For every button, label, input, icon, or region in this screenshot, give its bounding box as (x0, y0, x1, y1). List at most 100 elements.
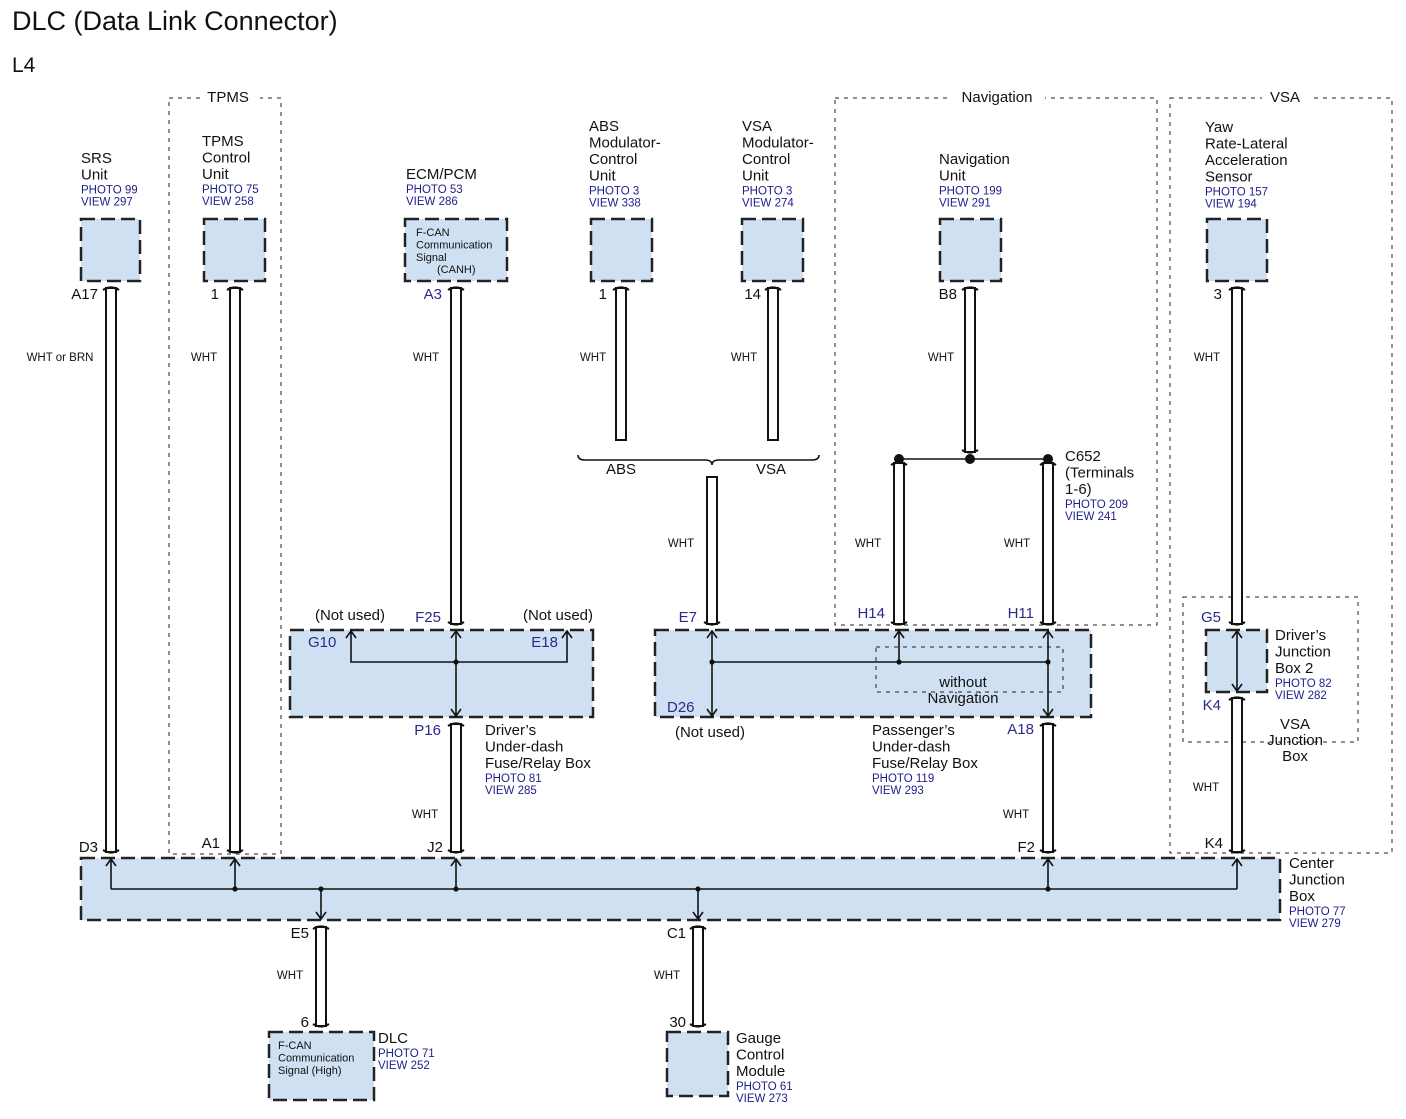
arrow-head (1042, 708, 1054, 718)
c652-photo-ref: PHOTO 209 (1065, 499, 1128, 511)
arrow-head (706, 629, 718, 639)
arrow-head (315, 911, 327, 921)
arrow-head (692, 911, 704, 921)
abs-photo-ref: PHOTO 3 (589, 186, 639, 198)
dlc-inner-text: F-CAN (278, 1040, 312, 1052)
wire-body (229, 287, 241, 853)
wire-color-label: WHT (1193, 782, 1219, 794)
wire-color-label: WHT (928, 352, 954, 364)
wires (102, 286, 1246, 1028)
splice-dot (1045, 886, 1051, 892)
srs-name: SRS (81, 150, 112, 167)
cjb-view-ref: VIEW 279 (1289, 918, 1341, 930)
not-used-label: (Not used) (315, 607, 385, 624)
c652-name: C652 (1065, 448, 1101, 465)
group-title-vsa: VSA (1270, 89, 1300, 106)
wire-color-label: WHT (412, 809, 438, 821)
without-navigation-outline (875, 646, 1064, 693)
pin-label: E18 (531, 634, 558, 651)
gauge-photo-ref: PHOTO 61 (736, 1081, 793, 1093)
djb2-name: Driver’s (1275, 627, 1326, 644)
vsa-name: VSA (742, 118, 772, 135)
wire-color-label: WHT (1004, 538, 1030, 550)
splice-dot (232, 886, 238, 892)
ecm-photo-ref: PHOTO 53 (406, 184, 463, 196)
yaw-sensor-box (1205, 217, 1269, 283)
pin-label: G10 (308, 634, 336, 651)
navigation-group-outline (834, 97, 1158, 626)
connector-cap (447, 286, 465, 291)
arrow-head (450, 857, 462, 867)
splice-dot (896, 659, 902, 665)
vsa-junction-box-label: Junction (1267, 732, 1323, 749)
pin-label: H14 (857, 605, 885, 622)
pin-label: 1 (599, 286, 607, 303)
c652-terminal (1043, 454, 1053, 464)
cjb-name: Junction (1289, 872, 1345, 889)
wire-body (692, 926, 704, 1027)
pin-label: P16 (414, 722, 441, 739)
arrow-head (1231, 857, 1243, 867)
dlc-view-ref: VIEW 252 (378, 1060, 430, 1072)
connector-cap (1228, 849, 1246, 854)
wire-yaw (1228, 286, 1246, 626)
pin-label: F2 (1017, 839, 1035, 856)
pin-label: D26 (667, 699, 695, 716)
c652-terminal (965, 454, 975, 464)
nav-name: Navigation (939, 151, 1010, 168)
gauge-control-box (665, 1030, 730, 1098)
tpms-name: Control (202, 150, 250, 167)
vsa-unit-box (740, 217, 805, 283)
connector-cap (1228, 696, 1246, 701)
without-navigation-label: Navigation (928, 690, 999, 707)
srs-name: Unit (81, 167, 109, 184)
pin-label: C1 (667, 925, 686, 942)
djb2-photo-ref: PHOTO 82 (1275, 678, 1332, 690)
gauge-view-ref: VIEW 273 (736, 1093, 788, 1105)
wire-body (1231, 697, 1243, 853)
c652-name: 1-6) (1065, 481, 1092, 498)
tpms-name: Unit (202, 166, 230, 183)
vsa-photo-ref: PHOTO 3 (742, 186, 792, 198)
wire-abs-vsa-common (703, 476, 721, 626)
wire-color-label: WHT or BRN (27, 352, 94, 364)
group-title-navigation: Navigation (962, 89, 1033, 106)
wire-c652-h14 (890, 461, 908, 626)
wire-navigation (961, 286, 979, 454)
driver-fuse-box (288, 628, 595, 719)
connector-cap (1039, 722, 1057, 727)
wire-color-label: WHT (731, 352, 757, 364)
page-subtitle: L4 (12, 54, 36, 77)
wire-body (450, 287, 462, 625)
connector-cap (764, 286, 782, 291)
wire-color-label: WHT (1003, 809, 1029, 821)
connector-cap (961, 449, 979, 454)
vsa-view-ref: VIEW 274 (742, 198, 794, 210)
cjb-photo-ref: PHOTO 77 (1289, 906, 1346, 918)
passenger-fuse-name: Passenger’s (872, 722, 955, 739)
wire-color-label: WHT (855, 538, 881, 550)
ecm-name: ECM/PCM (406, 166, 477, 183)
connector-cap (612, 286, 630, 291)
abs-name: Unit (589, 168, 617, 185)
passenger-fuse-box (653, 628, 1093, 719)
vsa-name: Unit (742, 168, 770, 185)
trace (350, 631, 568, 663)
wire-body (1231, 287, 1243, 625)
connector-cap (102, 286, 120, 291)
wire-driver-fuse-out (447, 722, 465, 854)
driver-fuse-name: Under-dash (485, 739, 563, 756)
tpms-unit-box (202, 217, 267, 283)
wire-abs (612, 286, 630, 441)
dlc-name: DLC (378, 1030, 408, 1047)
yaw-photo-ref: PHOTO 157 (1205, 187, 1268, 199)
vsa-name: Modulator- (742, 135, 814, 152)
connector-cap (961, 286, 979, 291)
wire-body (105, 287, 117, 853)
wire-body (893, 462, 905, 625)
connector-cap (689, 1023, 707, 1028)
arrow-head (450, 708, 462, 718)
title-gap (1262, 88, 1310, 106)
pin-label: 14 (744, 286, 761, 303)
